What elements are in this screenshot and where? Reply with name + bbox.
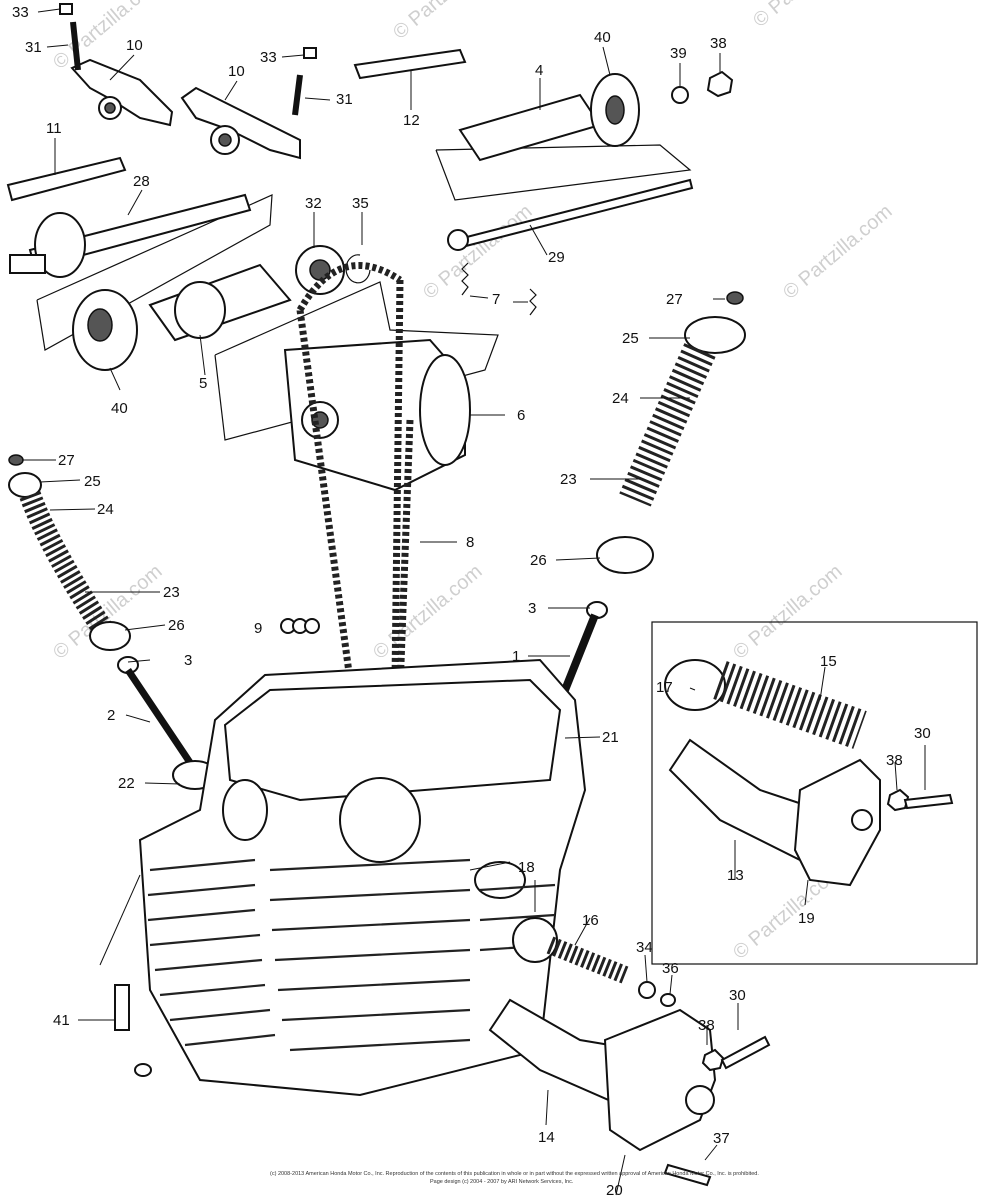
callout-5: 5 [199,375,207,392]
bottom-rocker-assembly [488,917,771,1187]
callout-32: 32 [305,195,322,212]
callout-34: 34 [636,939,653,956]
callout-10: 10 [228,63,245,80]
callout-17: 17 [656,679,673,696]
callout-24: 24 [97,501,114,518]
callout-24: 24 [612,390,629,407]
cam-chain-tensioner-6 [283,338,471,492]
callout-30: 30 [729,987,746,1004]
callout-30: 30 [914,725,931,742]
pushrod-29 [447,178,694,251]
callout-38: 38 [710,35,727,52]
callout-33: 33 [12,4,29,21]
cylinder-head [138,658,587,1097]
callout-40: 40 [594,29,611,46]
rocker-arm-10-left [70,58,174,127]
watermark: © Partzilla.com [389,0,506,44]
callout-26: 26 [530,552,547,569]
circlip-35 [345,254,371,284]
boxed-rocker-assembly [664,659,954,887]
watermark: © Partzilla.com [419,200,536,303]
callout-10: 10 [126,37,143,54]
callout-26: 26 [168,617,185,634]
callout-13: 13 [727,867,744,884]
callout-6: 6 [517,407,525,424]
callout-35: 35 [352,195,369,212]
callout-7: 7 [492,291,500,308]
cam-chain-8 [296,262,414,691]
callout-1: 1 [512,648,520,665]
callout-14: 14 [538,1129,555,1146]
group-outlines [36,144,978,965]
callout-28: 28 [133,173,150,190]
rocker-shaft-12 [353,48,467,80]
camshaft-center-5 [148,263,292,342]
callout-23: 23 [163,584,180,601]
callout-19: 19 [798,910,815,927]
callout-27: 27 [58,452,75,469]
callout-3: 3 [528,600,536,617]
callout-22: 22 [118,775,135,792]
callout-38: 38 [698,1017,715,1034]
callout-18: 18 [518,859,535,876]
bearing-40-left [72,289,138,371]
watermark: © Partzilla.com [779,200,896,303]
callout-20: 20 [606,1182,623,1199]
callout-21: 21 [602,729,619,746]
callout-27: 27 [666,291,683,308]
callout-31: 31 [336,91,353,108]
callout-8: 8 [466,534,474,551]
callout-labels: 33 31 10 33 10 31 12 40 39 38 4 11 28 32… [12,4,931,1199]
callout-33: 33 [260,49,277,66]
callout-37: 37 [713,1130,730,1147]
copyright-notice: (c) 2008-2013 American Honda Motor Co., … [270,1171,759,1177]
rocker-shaft-11 [6,156,127,202]
camshaft-left-28 [9,193,252,278]
callout-25: 25 [84,473,101,490]
page-design-notice: Page design (c) 2004 - 2007 by ARI Netwo… [430,1179,574,1185]
rocker-arm-10-right [180,86,301,160]
callout-40: 40 [111,400,128,417]
collars-9 [280,618,320,634]
callout-23: 23 [560,471,577,488]
spring-7 [461,262,537,316]
adjuster-screw-31-right [292,47,317,116]
spark-plug-41 [114,984,152,1077]
callout-36: 36 [662,960,679,977]
watermark: © Partzilla.com [749,0,866,32]
watermark: © Partzilla.com [729,560,846,663]
callout-12: 12 [403,112,420,129]
callout-29: 29 [548,249,565,266]
callout-2: 2 [107,707,115,724]
callout-31: 31 [25,39,42,56]
callout-9: 9 [254,620,262,637]
callout-41: 41 [53,1012,70,1029]
watermark: © Partzilla.com [369,560,486,663]
callout-16: 16 [582,912,599,929]
callout-11: 11 [46,120,62,137]
callout-4: 4 [535,62,543,79]
callout-39: 39 [670,45,687,62]
leader-lines [22,8,926,1196]
callout-38: 38 [886,752,903,769]
callout-25: 25 [622,330,639,347]
callout-3: 3 [184,652,192,669]
callout-15: 15 [820,653,837,670]
